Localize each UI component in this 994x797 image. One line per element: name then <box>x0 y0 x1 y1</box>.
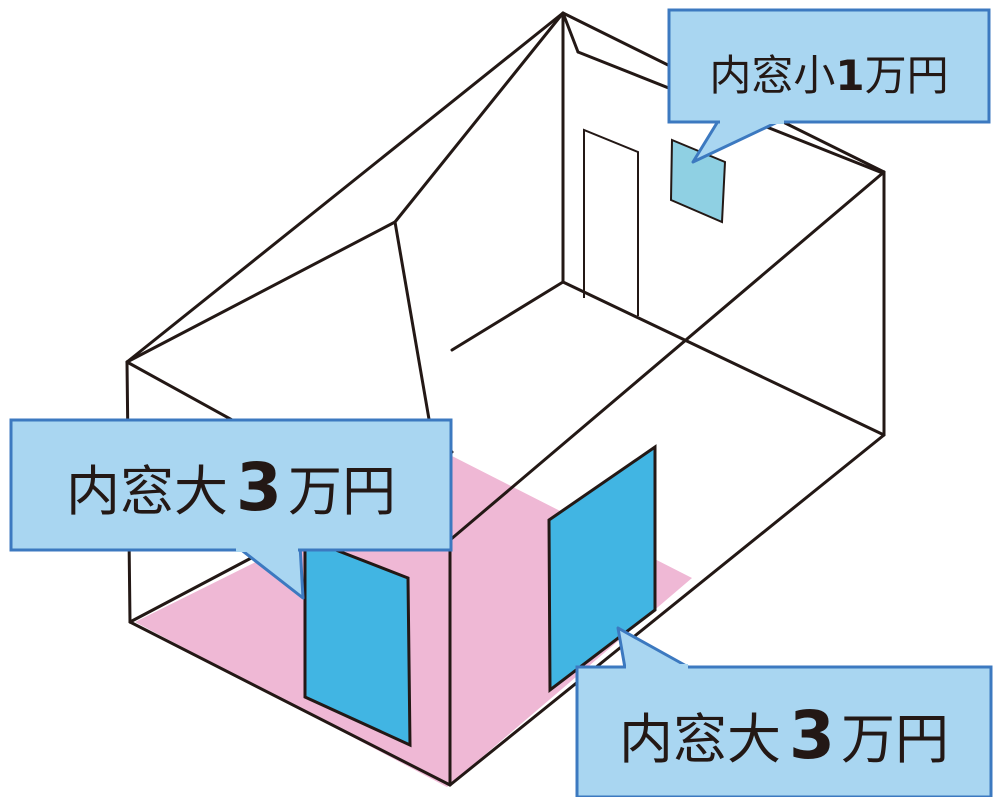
callout-left-unit: 万円 <box>288 460 396 523</box>
callout-small-label: 内窓小 <box>709 51 835 100</box>
callout-small-window: 内窓小1万円 <box>667 8 991 164</box>
callout-right-unit: 万円 <box>841 708 949 771</box>
svg-text:内窓小1万円: 内窓小1万円 <box>709 51 948 100</box>
callout-small-price: 1 <box>835 51 864 100</box>
window-large-left <box>303 535 412 748</box>
callout-small-unit: 万円 <box>865 51 949 100</box>
callout-right-label: 内窓大 <box>619 708 781 771</box>
callout-left-label: 内窓大 <box>66 460 228 523</box>
callout-left-price: 3 <box>236 449 282 526</box>
window-large-right <box>547 444 657 694</box>
callout-right-price: 3 <box>789 697 835 774</box>
